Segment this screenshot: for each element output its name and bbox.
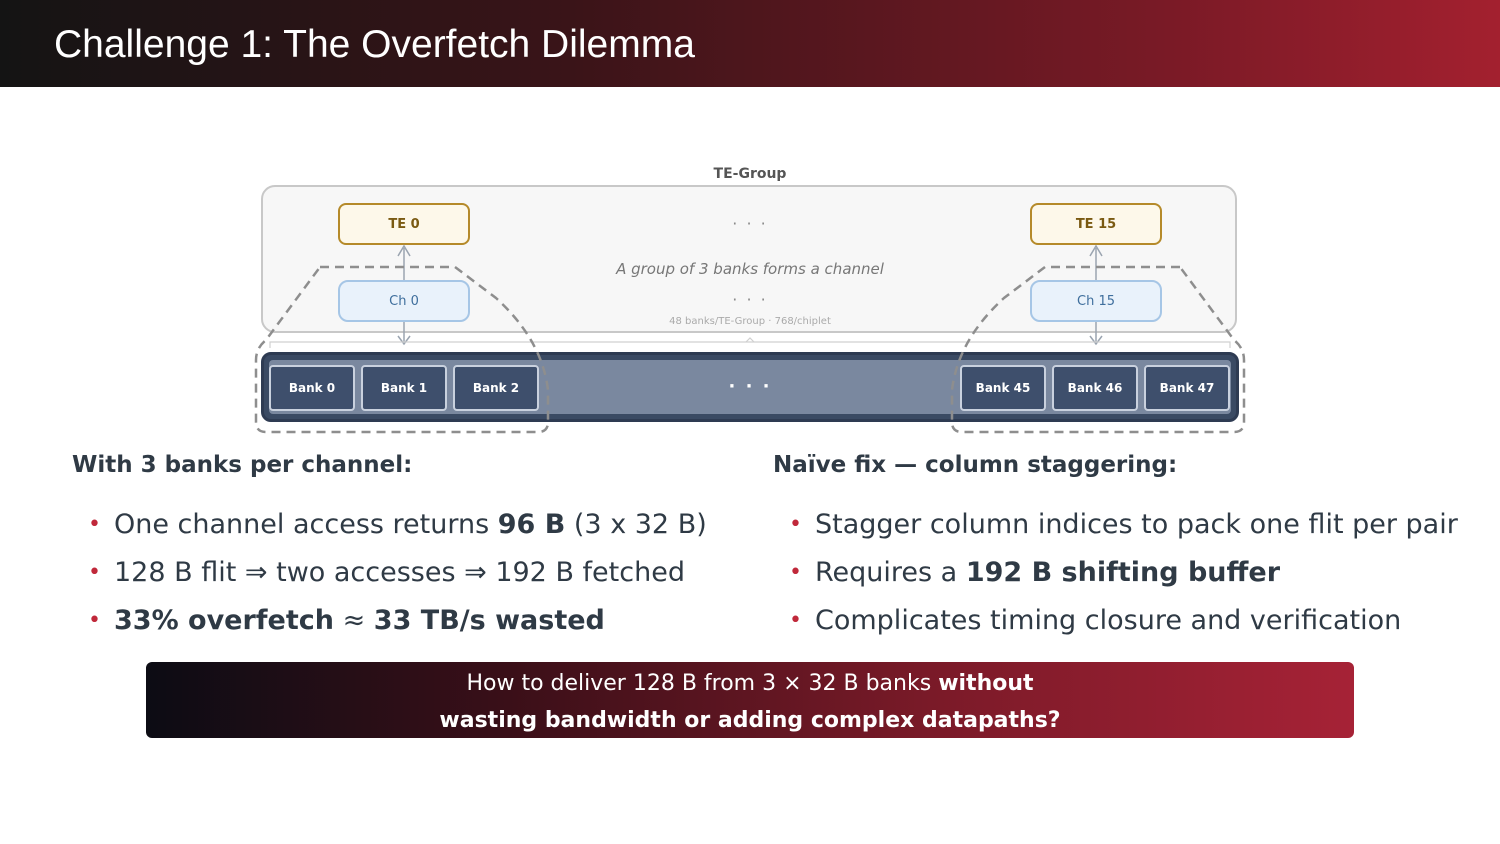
bank-47: Bank 47 — [1144, 365, 1230, 411]
right-bullet-1: •Stagger column indices to pack one flit… — [789, 504, 1458, 552]
channel-caption: A group of 3 banks forms a channel — [616, 260, 884, 278]
left-column-heading: With 3 banks per channel: — [72, 452, 413, 478]
right-bullet-list: •Stagger column indices to pack one flit… — [789, 504, 1458, 648]
left-bullet-3: •33% overfetch ≈ 33 TB/s wasted — [88, 600, 707, 648]
channel-ellipsis: · · · — [732, 290, 768, 309]
bank-ellipsis: · · · — [728, 376, 772, 397]
bank-2: Bank 2 — [453, 365, 539, 411]
question-banner: How to deliver 128 B from 3 × 32 B banks… — [146, 662, 1354, 738]
te-15-box: TE 15 — [1030, 203, 1162, 245]
bus-line — [269, 341, 1231, 348]
left-bullet-2: •128 B flit ⇒ two accesses ⇒ 192 B fetch… — [88, 552, 707, 600]
te-group-diagram: TE-Group TE 0 · · · TE 15 A group of 3 b… — [250, 160, 1250, 440]
bank-46: Bank 46 — [1052, 365, 1138, 411]
bank-0: Bank 0 — [269, 365, 355, 411]
bus-tick — [745, 337, 755, 343]
bullet-marker: • — [789, 512, 802, 537]
banner-line-1: How to deliver 128 B from 3 × 32 B banks… — [466, 671, 1034, 696]
banner-line-2: wasting bandwidth or adding complex data… — [439, 708, 1061, 733]
bullet-marker: • — [88, 560, 101, 585]
bullet-marker: • — [789, 608, 802, 633]
bullet-marker: • — [88, 608, 101, 633]
bank-1: Bank 1 — [361, 365, 447, 411]
te-ellipsis: · · · — [732, 214, 768, 233]
left-bullet-1: •One channel access returns 96 B (3 x 32… — [88, 504, 707, 552]
bank-45: Bank 45 — [960, 365, 1046, 411]
bullet-marker: • — [88, 512, 101, 537]
page-title: Challenge 1: The Overfetch Dilemma — [54, 23, 695, 66]
right-bullet-3: •Complicates timing closure and verifica… — [789, 600, 1458, 648]
right-column-heading: Naïve fix — column staggering: — [773, 452, 1178, 478]
te-0-box: TE 0 — [338, 203, 470, 245]
bullet-marker: • — [789, 560, 802, 585]
bank-count-note: 48 banks/TE-Group · 768/chiplet — [669, 316, 831, 327]
te-group-label: TE-Group — [713, 166, 787, 182]
title-bar: Challenge 1: The Overfetch Dilemma — [0, 0, 1500, 87]
right-bullet-2: •Requires a 192 B shifting buffer — [789, 552, 1458, 600]
left-bullet-list: •One channel access returns 96 B (3 x 32… — [88, 504, 707, 648]
